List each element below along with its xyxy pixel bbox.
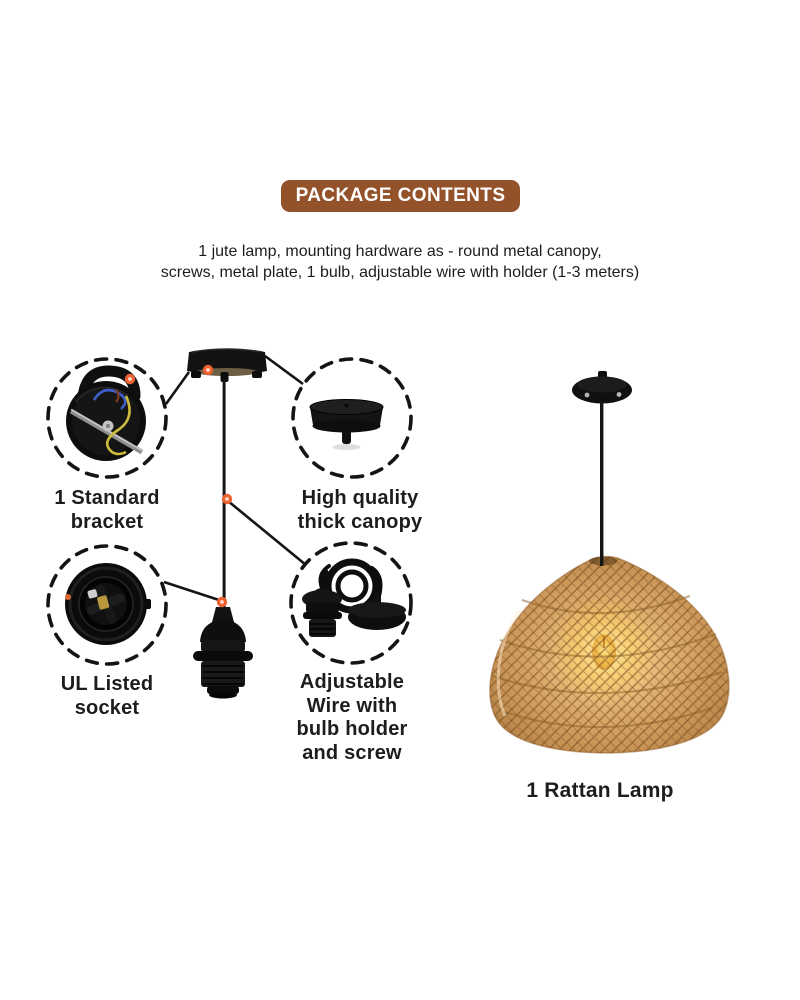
standard-bracket-drawing	[66, 365, 146, 461]
lamp-rod	[600, 401, 604, 565]
marker-wire-icon	[221, 493, 233, 505]
thick-canopy-drawing	[309, 399, 384, 450]
description-line: 1 jute lamp, mounting hardware as - roun…	[198, 243, 602, 260]
label-adjustable-wire: Adjustable Wire with bulb holder and scr…	[272, 671, 432, 765]
package-description: 1 jute lamp, mounting hardware as - roun…	[0, 241, 800, 283]
orange-dot-markers	[124, 364, 233, 608]
wire-kit-callout-ring	[289, 541, 413, 665]
label-line: Adjustable	[299, 671, 405, 693]
label-line: bracket	[70, 510, 144, 533]
description-line: screws, metal plate, 1 bulb, adjustable …	[160, 264, 640, 281]
label-line: High quality	[301, 487, 419, 509]
label-line: socket	[74, 696, 140, 719]
label-thick-canopy: High quality thick canopy	[275, 487, 445, 534]
rattan-lamp-figure	[489, 371, 730, 754]
rattan-lamp-label: 1 Rattan Lamp	[526, 779, 674, 802]
callout-lines	[163, 354, 307, 603]
marker-bracket-icon	[124, 373, 136, 385]
label-line: bulb holder	[296, 718, 408, 740]
label-line: and screw	[302, 741, 402, 764]
hardware-diagram	[46, 348, 413, 699]
marker-socket-icon	[216, 596, 228, 608]
bracket-callout-ring	[46, 357, 168, 479]
ul-socket-drawing	[65, 563, 151, 645]
label-ul-socket: UL Listed socket	[27, 673, 187, 720]
label-line: UL Listed	[60, 673, 154, 695]
canopy-callout-ring	[291, 357, 413, 479]
rattan-shade	[489, 552, 730, 754]
label-line: thick canopy	[297, 510, 423, 533]
marker-canopy-icon	[202, 364, 214, 376]
adjustable-wire-kit-drawing	[302, 558, 406, 637]
label-line: Wire with	[306, 694, 398, 717]
package-contents-badge: PACKAGE CONTENTS	[281, 180, 520, 212]
socket-callout-ring	[46, 544, 168, 666]
label-line: 1 Standard	[54, 487, 160, 509]
label-standard-bracket: 1 Standard bracket	[27, 487, 187, 534]
